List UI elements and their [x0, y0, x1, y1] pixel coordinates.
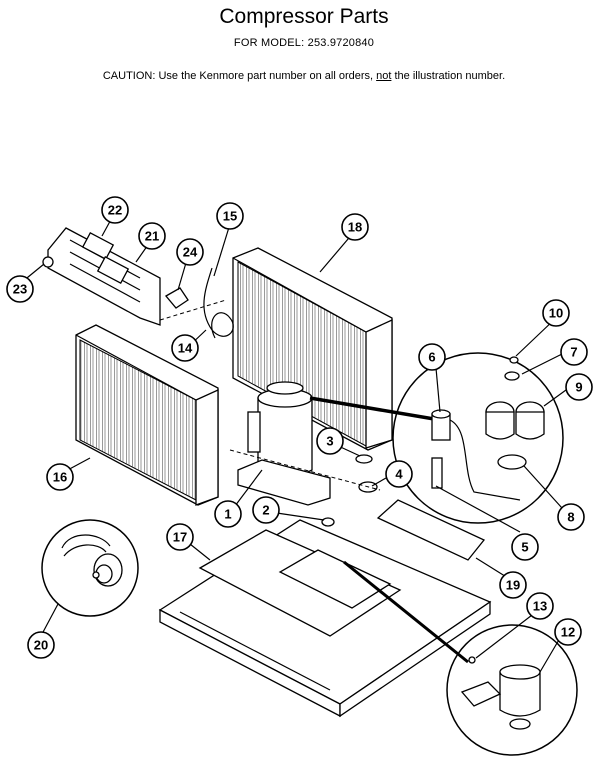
callout-17-label: 17: [173, 530, 187, 545]
callout-16-label: 16: [53, 470, 67, 485]
callout-1-label: 1: [224, 507, 231, 522]
caution-suffix: the illustration number.: [391, 70, 506, 82]
callout-2-label: 2: [262, 503, 269, 518]
callout-7-label: 7: [570, 345, 577, 360]
callout-19: 19: [499, 571, 527, 599]
callout-21: 21: [138, 222, 166, 250]
caution-note: CAUTION: Use the Kenmore part number on …: [0, 70, 608, 82]
callout-14-label: 14: [178, 341, 193, 356]
callout-21-label: 21: [145, 229, 159, 244]
callout-9-label: 9: [575, 380, 582, 395]
page-title: Compressor Parts: [219, 5, 389, 28]
callout-1: 1: [214, 500, 242, 528]
callout-20-label: 20: [34, 638, 48, 653]
callout-4-label: 4: [395, 467, 403, 482]
callout-8-label: 8: [567, 510, 574, 525]
callout-3-label: 3: [326, 434, 333, 449]
callout-24-label: 24: [183, 245, 198, 260]
grommet: [355, 454, 373, 464]
callout-18-label: 18: [348, 220, 362, 235]
callout-10: 10: [542, 299, 570, 327]
caution-not: not: [376, 70, 392, 82]
callout-13-label: 13: [533, 599, 547, 614]
callout-23-label: 23: [13, 282, 27, 297]
detail-drain-pump: [446, 624, 578, 756]
callout-18: 18: [341, 213, 369, 241]
control-bracket: [42, 227, 189, 326]
callout-15: 15: [216, 202, 244, 230]
callout-5-label: 5: [521, 540, 528, 555]
bracket: [376, 499, 486, 561]
callout-4: 4: [385, 460, 413, 488]
mount-stud: [321, 517, 335, 527]
callout-24: 24: [176, 238, 204, 266]
callout-5: 5: [511, 533, 539, 561]
callout-22-label: 22: [108, 203, 122, 218]
callout-7: 7: [560, 338, 588, 366]
callout-22: 22: [101, 196, 129, 224]
model-number: FOR MODEL: 253.9720840: [233, 37, 375, 49]
caution-prefix: CAUTION: Use the Kenmore part number on …: [102, 70, 377, 82]
callout-8: 8: [557, 503, 585, 531]
callout-12-label: 12: [561, 625, 575, 640]
callout-15-label: 15: [223, 209, 237, 224]
callout-9: 9: [565, 373, 593, 401]
detail-clamp: [41, 519, 139, 617]
base-pan: [158, 519, 492, 718]
detail-capacitor-overload: [392, 352, 564, 524]
callout-13: 13: [526, 592, 554, 620]
callout-17: 17: [166, 523, 194, 551]
callout-10-label: 10: [549, 306, 563, 321]
callout-12: 12: [554, 618, 582, 646]
callout-3: 3: [316, 427, 344, 455]
callout-23: 23: [6, 275, 34, 303]
capillary-tube: [203, 267, 234, 339]
callout-20: 20: [27, 631, 55, 659]
callout-16: 16: [46, 463, 74, 491]
callout-6-label: 6: [428, 350, 435, 365]
callout-14: 14: [171, 334, 199, 362]
evaporator-coil: [75, 324, 219, 506]
callout-2: 2: [252, 496, 280, 524]
condenser-coil: [232, 247, 393, 451]
callout-6: 6: [418, 343, 446, 371]
callout-19-label: 19: [506, 578, 520, 593]
